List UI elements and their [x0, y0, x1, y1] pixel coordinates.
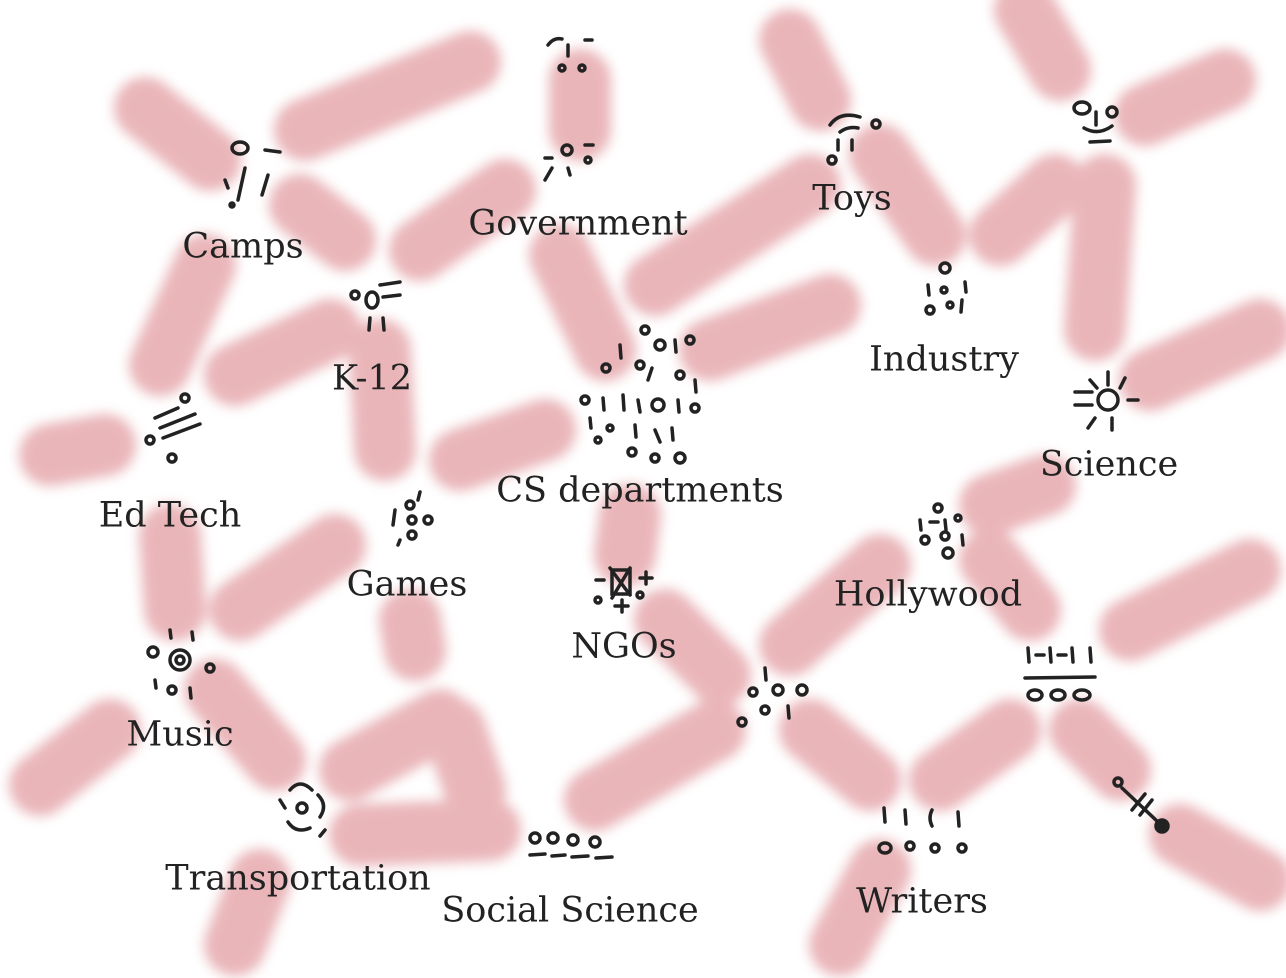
government-doodle-icon	[543, 36, 595, 182]
stroke-cs-industry	[679, 274, 861, 381]
label-games: Games	[346, 564, 468, 605]
stroke-cs-toys	[624, 154, 841, 316]
stroke-lower-right	[1149, 804, 1286, 911]
stroke-science-right	[1114, 49, 1256, 146]
stroke-camps-k12	[269, 174, 376, 271]
label-k12: K-12	[332, 358, 412, 399]
edtech-doodle-icon	[144, 392, 202, 464]
label-toys: Toys	[812, 178, 892, 219]
label-transportation: Transportation	[165, 858, 431, 899]
label-writers: Writers	[856, 881, 988, 922]
stroke-transport-social	[329, 799, 521, 866]
stroke-science-far-right	[1119, 299, 1286, 411]
k12-doodle-icon	[349, 280, 402, 332]
stroke-transport-down	[204, 849, 291, 976]
science-top-doodle-icon	[1072, 100, 1119, 144]
stroke-science-hollywood	[959, 454, 1076, 536]
label-ngos: NGOs	[571, 626, 677, 667]
label-edtech: Ed Tech	[98, 495, 242, 536]
stroke-music-games	[209, 514, 366, 641]
stroke-hub-social	[564, 699, 746, 831]
stroke-hub-hollywood	[759, 534, 911, 676]
writers-doodle-icon	[877, 806, 968, 855]
toys-doodle-icon	[826, 113, 882, 166]
stroke-hub-writers	[779, 699, 901, 811]
transportation-doodle-icon	[278, 782, 327, 838]
hub-doodle-icon	[736, 666, 809, 728]
stroke-games-cs	[429, 399, 576, 491]
stroke-ngos-hub	[634, 589, 751, 706]
stroke-k12-games	[349, 319, 416, 481]
stroke-industry-science	[969, 154, 1086, 266]
stroke-science-up	[994, 0, 1091, 101]
label-science: Science	[1039, 444, 1179, 485]
industry-doodle-icon	[924, 261, 968, 316]
stroke-cluster-right	[1099, 539, 1281, 661]
stroke-science-mid	[1064, 154, 1136, 361]
camps-doodle-icon	[223, 140, 282, 209]
cluster-doodle-icon	[1023, 646, 1097, 702]
stroke-government-cs	[529, 224, 636, 381]
stroke-k12-government	[389, 159, 536, 281]
stroke-edtech-music	[139, 504, 206, 641]
stroke-camps-upper-right	[274, 31, 501, 161]
cs-departments-doodle-icon	[579, 324, 701, 465]
label-camps: Camps	[182, 226, 304, 267]
lower-right-doodle-icon	[1112, 776, 1170, 834]
stroke-cs-ngos	[594, 484, 661, 586]
stroke-toys-industry	[849, 124, 966, 266]
label-hollywood: Hollywood	[833, 574, 1023, 615]
stroke-camps-edtech	[129, 234, 236, 396]
stroke-writers-down	[809, 839, 911, 976]
stroke-camps-upper-left	[114, 77, 241, 191]
music-doodle-icon	[146, 628, 216, 700]
games-doodle-icon	[391, 490, 434, 547]
stroke-music-left	[9, 699, 141, 816]
stroke-edtech-left	[19, 414, 136, 486]
stroke-toys-up	[759, 9, 851, 131]
ngos-doodle-icon	[593, 566, 654, 614]
stroke-music-transportation	[184, 659, 306, 791]
science-doodle-icon	[1073, 370, 1140, 432]
label-government: Government	[468, 203, 688, 244]
hollywood-doodle-icon	[918, 502, 965, 560]
stroke-cluster-lower-right	[1049, 699, 1151, 801]
stroke-k12-edtech	[204, 299, 361, 406]
label-cs-departments: CS departments	[496, 470, 784, 511]
stroke-hollywood-cluster	[959, 529, 1061, 641]
stroke-cluster-writers	[909, 699, 1041, 811]
label-industry: Industry	[869, 339, 1019, 380]
social-science-doodle-icon	[528, 831, 614, 860]
label-music: Music	[126, 714, 234, 755]
label-social-science: Social Science	[441, 890, 699, 931]
stroke-games-down	[379, 589, 446, 681]
stroke-transport-loop	[424, 699, 506, 821]
